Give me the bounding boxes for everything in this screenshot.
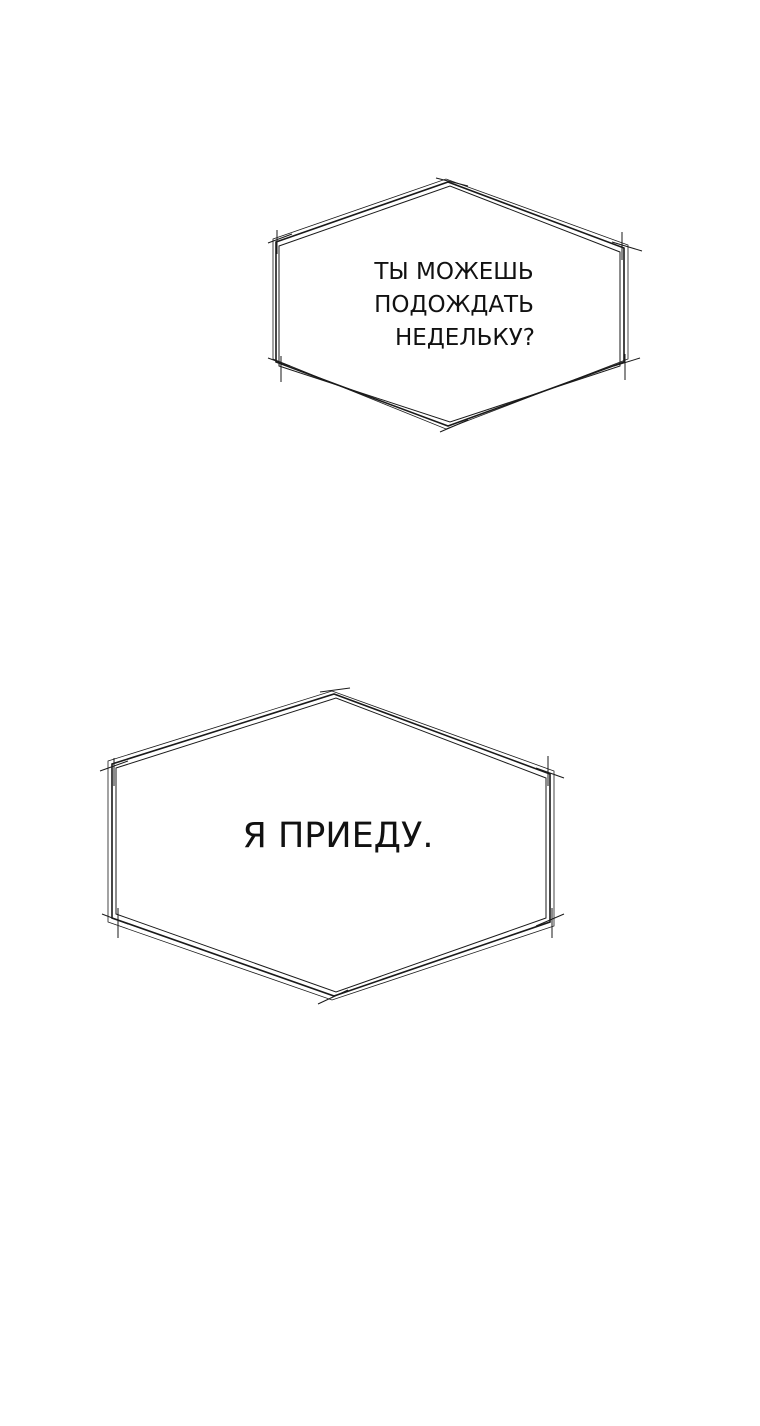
bubble-text: ТЫ МОЖЕШЬ ПОДОЖДАТЬ НЕДЕЛЬКУ?	[354, 256, 554, 355]
speech-bubble-answer: Я ПРИЕДУ.	[98, 686, 566, 1006]
hexagon-bubble-outline	[267, 177, 643, 433]
bubble-text: Я ПРИЕДУ.	[208, 814, 468, 858]
bubble-line: Я ПРИЕДУ.	[242, 816, 434, 856]
speech-bubble-question: ТЫ МОЖЕШЬ ПОДОЖДАТЬ НЕДЕЛЬКУ?	[267, 176, 644, 436]
bubble-line: ТЫ МОЖЕШЬ	[374, 259, 534, 285]
bubble-line: НЕДЕЛЬКУ?	[395, 325, 535, 351]
bubble-line: ПОДОЖДАТЬ	[374, 292, 534, 318]
hexagon-bubble-outline	[99, 687, 565, 1005]
